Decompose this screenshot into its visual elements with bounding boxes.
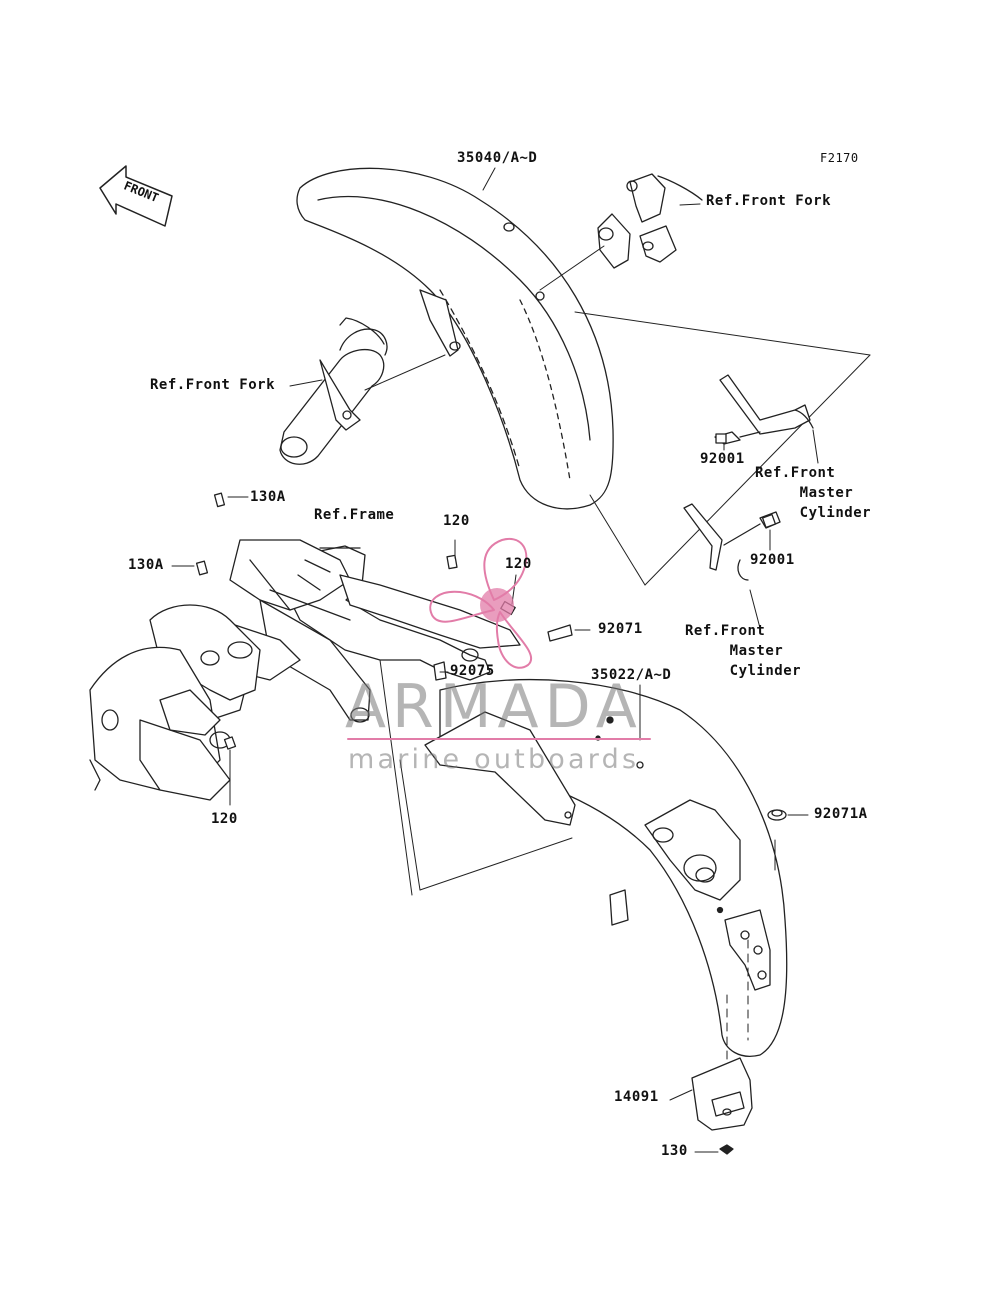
armada-propeller-logo <box>429 537 533 669</box>
label-130: 130 <box>661 1143 688 1159</box>
label-ref-master-cylinder-lower: Ref.Front Master Cylinder <box>685 623 802 679</box>
label-92001-upper: 92001 <box>700 451 745 467</box>
label-120-c: 120 <box>211 811 238 827</box>
master-cylinder-bracket-upper <box>714 374 814 445</box>
diagram-code: F2170 <box>820 151 859 165</box>
front-fork-leg-left <box>279 317 388 465</box>
front-arrow-icon: FRONT <box>99 165 173 227</box>
label-ref-frame: Ref.Frame <box>314 507 395 523</box>
label-92001-lower: 92001 <box>750 552 795 568</box>
rear-fender-35022 <box>424 678 788 1057</box>
watermark-tagline: marine outboards <box>348 744 640 775</box>
label-120-a: 120 <box>443 513 470 529</box>
label-ref-master-cylinder-upper: Ref.Front Master Cylinder <box>755 465 872 521</box>
cover-14091 <box>691 1057 753 1131</box>
label-14091: 14091 <box>614 1089 659 1105</box>
label-35040: 35040/A~D <box>457 150 538 166</box>
label-120-b: 120 <box>505 556 532 572</box>
dashed-assembly-line <box>726 939 749 1061</box>
assembly-lines <box>364 245 871 896</box>
label-ref-front-fork-top: Ref.Front Fork <box>706 193 832 209</box>
label-130A-upper: 130A <box>250 489 286 505</box>
watermark-brand: ARMADA <box>345 672 643 742</box>
label-92075: 92075 <box>450 663 495 679</box>
label-92071: 92071 <box>598 621 643 637</box>
label-ref-front-fork-left: Ref.Front Fork <box>150 377 276 393</box>
label-35022: 35022/A~D <box>591 667 672 683</box>
front-fork-bracket-right <box>597 173 703 269</box>
label-92071A: 92071A <box>814 806 868 822</box>
front-fender-35040 <box>296 167 614 510</box>
label-130A-lower: 130A <box>128 557 164 573</box>
